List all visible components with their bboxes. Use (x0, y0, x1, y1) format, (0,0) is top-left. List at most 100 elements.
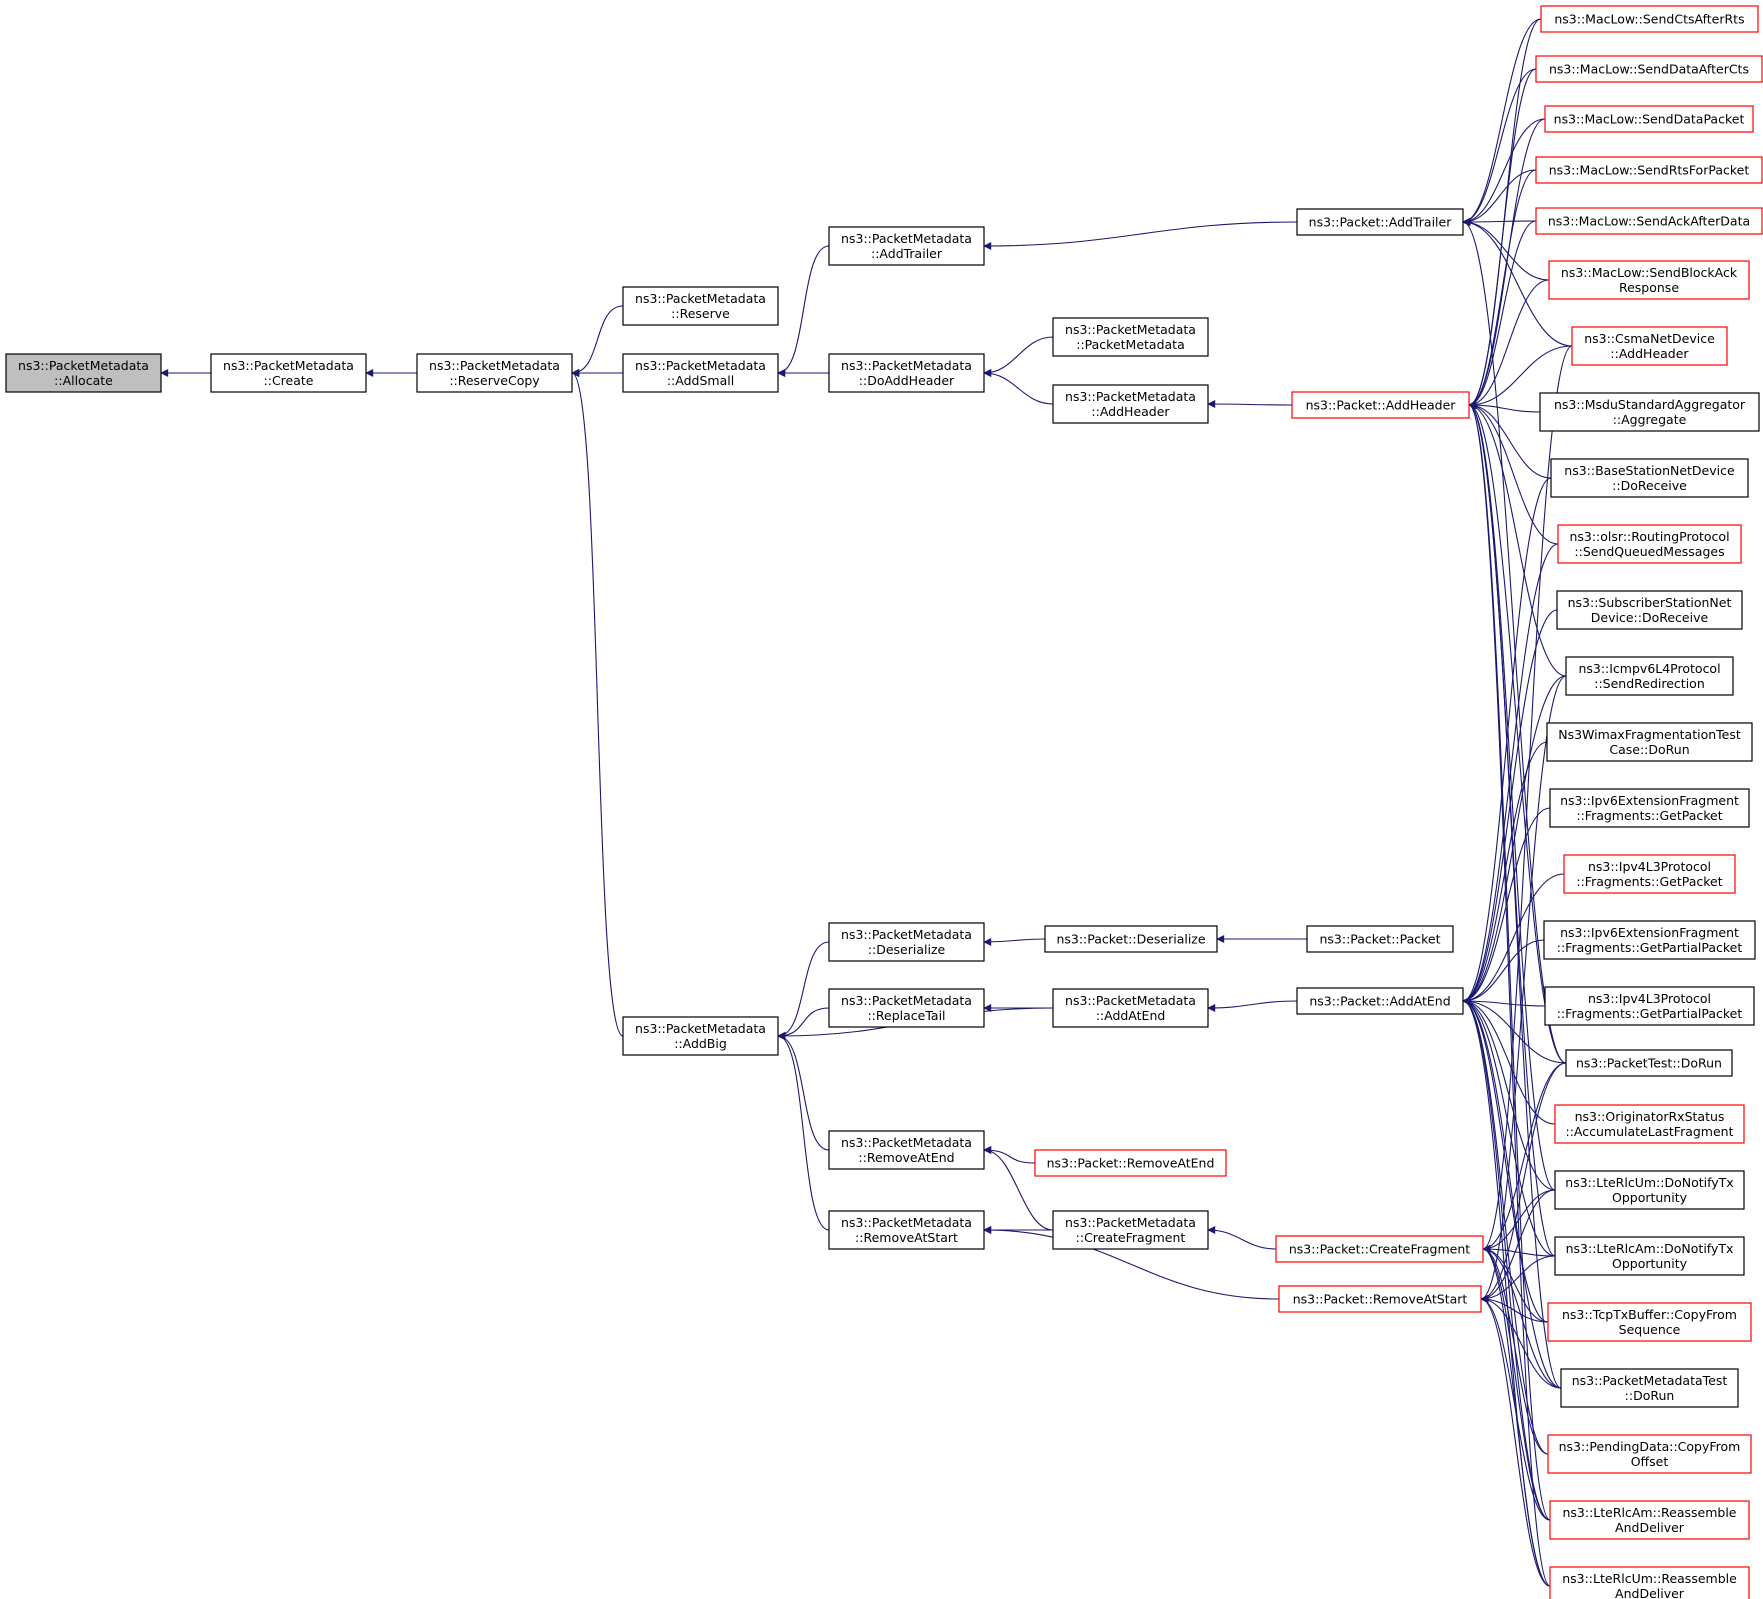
node-addbig[interactable]: ns3::PacketMetadata::AddBig (622, 1016, 779, 1056)
call-edge-pm_packetmetadata-to-pm_doaddheader (983, 336, 1054, 377)
node-r-packettest[interactable]: ns3::PacketTest::DoRun (1565, 1049, 1733, 1077)
node-box (828, 988, 985, 1028)
node-reserve[interactable]: ns3::PacketMetadata::Reserve (622, 286, 779, 326)
node-p-addheader[interactable]: ns3::Packet::AddHeader (1291, 391, 1470, 419)
node-label-line: ns3::MsduStandardAggregator (1554, 397, 1746, 412)
node-box (622, 1016, 779, 1056)
node-r-icmpv6-redirect[interactable]: ns3::Icmpv6L4Protocol::SendRedirection (1565, 656, 1734, 696)
node-label-line: ns3::Packet::AddAtEnd (1309, 994, 1450, 1009)
call-edge-r_lterlcam_notify-to-p_addheader (1468, 401, 1556, 1257)
node-label-line: ns3::PacketMetadata (841, 358, 972, 373)
node-r-olsr-send[interactable]: ns3::olsr::RoutingProtocol::SendQueuedMe… (1557, 524, 1742, 564)
node-label-line: ::RemoveAtStart (855, 1230, 958, 1245)
node-box (1556, 590, 1743, 630)
node-r-senddatapacket[interactable]: ns3::MacLow::SendDataPacket (1544, 105, 1754, 133)
node-pm-createfragment[interactable]: ns3::PacketMetadata::CreateFragment (1052, 1210, 1209, 1250)
node-label-line: ns3::PacketMetadata (841, 993, 972, 1008)
node-p-packet[interactable]: ns3::Packet::Packet (1306, 925, 1454, 953)
node-label-line: ns3::MacLow::SendDataPacket (1554, 112, 1745, 127)
node-addsmall[interactable]: ns3::PacketMetadata::AddSmall (622, 353, 779, 393)
node-p-addatend[interactable]: ns3::Packet::AddAtEnd (1296, 987, 1464, 1015)
node-p-deserialize[interactable]: ns3::Packet::Deserialize (1044, 925, 1218, 953)
call-edge-pm_deserialize-to-addbig (777, 941, 830, 1040)
call-edge-r_csma_addheader-to-p_addtrailer (1462, 218, 1573, 347)
node-r-csma-addheader[interactable]: ns3::CsmaNetDevice::AddHeader (1571, 326, 1728, 366)
node-box (1554, 1170, 1745, 1210)
node-label-line: ::CreateFragment (1076, 1230, 1186, 1245)
call-edge-r_packettest-to-p_addatend (1462, 997, 1567, 1064)
node-r-ss-doreceive[interactable]: ns3::SubscriberStationNetDevice::DoRecei… (1556, 590, 1743, 630)
node-box (1052, 988, 1209, 1028)
node-box (1548, 260, 1750, 300)
node-pm-deserialize[interactable]: ns3::PacketMetadata::Deserialize (828, 922, 985, 962)
node-r-sendackafterdata[interactable]: ns3::MacLow::SendAckAfterData (1535, 207, 1763, 235)
node-box (1052, 317, 1209, 357)
edge-layer (160, 18, 1573, 1587)
node-r-senddataaftercts[interactable]: ns3::MacLow::SendDataAfterCts (1535, 55, 1763, 83)
node-reservecopy[interactable]: ns3::PacketMetadata::ReserveCopy (416, 353, 573, 393)
node-pm-removeatend[interactable]: ns3::PacketMetadata::RemoveAtEnd (828, 1130, 985, 1170)
node-pm-doaddheader[interactable]: ns3::PacketMetadata::DoAddHeader (828, 353, 985, 393)
node-pm-replacetail[interactable]: ns3::PacketMetadata::ReplaceTail (828, 988, 985, 1028)
call-edge-r_pmtest_dorun-to-p_createfragment (1482, 1245, 1562, 1389)
call-edge-p_addheader-to-pm_addheader (1207, 400, 1293, 409)
call-edge-p_createfragment-to-pm_createfragment (1207, 1226, 1277, 1250)
node-pm-removeatstart[interactable]: ns3::PacketMetadata::RemoveAtStart (828, 1210, 985, 1250)
node-label-line: ::DoAddHeader (859, 373, 955, 388)
node-r-bs-doreceive[interactable]: ns3::BaseStationNetDevice::DoReceive (1550, 458, 1749, 498)
node-pm-packetmetadata[interactable]: ns3::PacketMetadata::PacketMetadata (1052, 317, 1209, 357)
node-box (1535, 156, 1763, 184)
node-layer: ns3::PacketMetadata::Allocatens3::Packet… (5, 5, 1763, 1599)
node-label-line: ns3::Icmpv6L4Protocol (1578, 661, 1720, 676)
node-label-line: ns3::MacLow::SendDataAfterCts (1549, 62, 1749, 77)
node-p-addtrailer[interactable]: ns3::Packet::AddTrailer (1296, 208, 1464, 236)
node-r-sendctsafterrts[interactable]: ns3::MacLow::SendCtsAfterRts (1540, 5, 1759, 33)
call-edge-p_removeatstart-to-pm_removeatstart (983, 1226, 1280, 1300)
node-p-removeatstart[interactable]: ns3::Packet::RemoveAtStart (1278, 1285, 1482, 1313)
node-r-pmtest-dorun[interactable]: ns3::PacketMetadataTest::DoRun (1560, 1368, 1739, 1408)
node-pm-addtrailer[interactable]: ns3::PacketMetadata::AddTrailer (828, 226, 985, 266)
node-label-line: AndDeliver (1615, 1586, 1685, 1599)
call-edge-r_lterlcam_notify-to-p_addatend (1462, 997, 1556, 1257)
node-label-line: ::Fragments::GetPacket (1576, 808, 1722, 823)
node-box (1565, 656, 1734, 696)
node-p-createfragment[interactable]: ns3::Packet::CreateFragment (1275, 1235, 1484, 1263)
node-box (1540, 5, 1759, 33)
node-box (1557, 524, 1742, 564)
node-label-line: ::PacketMetadata (1076, 337, 1185, 352)
node-r-ipv6ext-getpacket[interactable]: ns3::Ipv6ExtensionFragment::Fragments::G… (1549, 788, 1750, 828)
node-label-line: ::AccumulateLastFragment (1566, 1124, 1734, 1139)
node-box (828, 1210, 985, 1250)
node-label-line: Device::DoReceive (1591, 610, 1709, 625)
call-edge-r_bs_doreceive-to-p_addheader (1468, 401, 1552, 479)
node-p-removeatend[interactable]: ns3::Packet::RemoveAtEnd (1034, 1149, 1227, 1177)
node-box (1278, 1285, 1482, 1313)
node-pm-addatend[interactable]: ns3::PacketMetadata::AddAtEnd (1052, 988, 1209, 1028)
node-box (1543, 920, 1756, 960)
node-r-originator[interactable]: ns3::OriginatorRxStatus::AccumulateLastF… (1554, 1104, 1745, 1144)
node-pm-addheader[interactable]: ns3::PacketMetadata::AddHeader (1052, 384, 1209, 424)
node-r-msdu-aggregate[interactable]: ns3::MsduStandardAggregator::Aggregate (1539, 392, 1760, 432)
node-label-line: ::Fragments::GetPacket (1576, 874, 1722, 889)
call-edge-p_deserialize-to-pm_deserialize (983, 937, 1046, 946)
node-create[interactable]: ns3::PacketMetadata::Create (210, 353, 367, 393)
node-label-line: ns3::LteRlcAm::DoNotifyTx (1566, 1241, 1734, 1256)
node-r-sendrtsforpacket[interactable]: ns3::MacLow::SendRtsForPacket (1535, 156, 1763, 184)
node-r-ipv4l3-getpartial[interactable]: ns3::Ipv4L3Protocol::Fragments::GetParti… (1544, 986, 1755, 1026)
node-label-line: ns3::PacketMetadata (841, 231, 972, 246)
call-edge-r_lterlcam_reassemble-to-p_createfragment (1482, 1245, 1551, 1521)
call-edge-r_olsr_send-to-p_addatend (1462, 543, 1559, 1005)
node-box (828, 226, 985, 266)
node-label-line: ns3::PacketMetadata (1065, 1215, 1196, 1230)
node-r-ipv4l3-getpacket[interactable]: ns3::Ipv4L3Protocol::Fragments::GetPacke… (1563, 854, 1736, 894)
node-r-ipv6ext-getpartial[interactable]: ns3::Ipv6ExtensionFragment::Fragments::G… (1543, 920, 1756, 960)
node-box (416, 353, 573, 393)
